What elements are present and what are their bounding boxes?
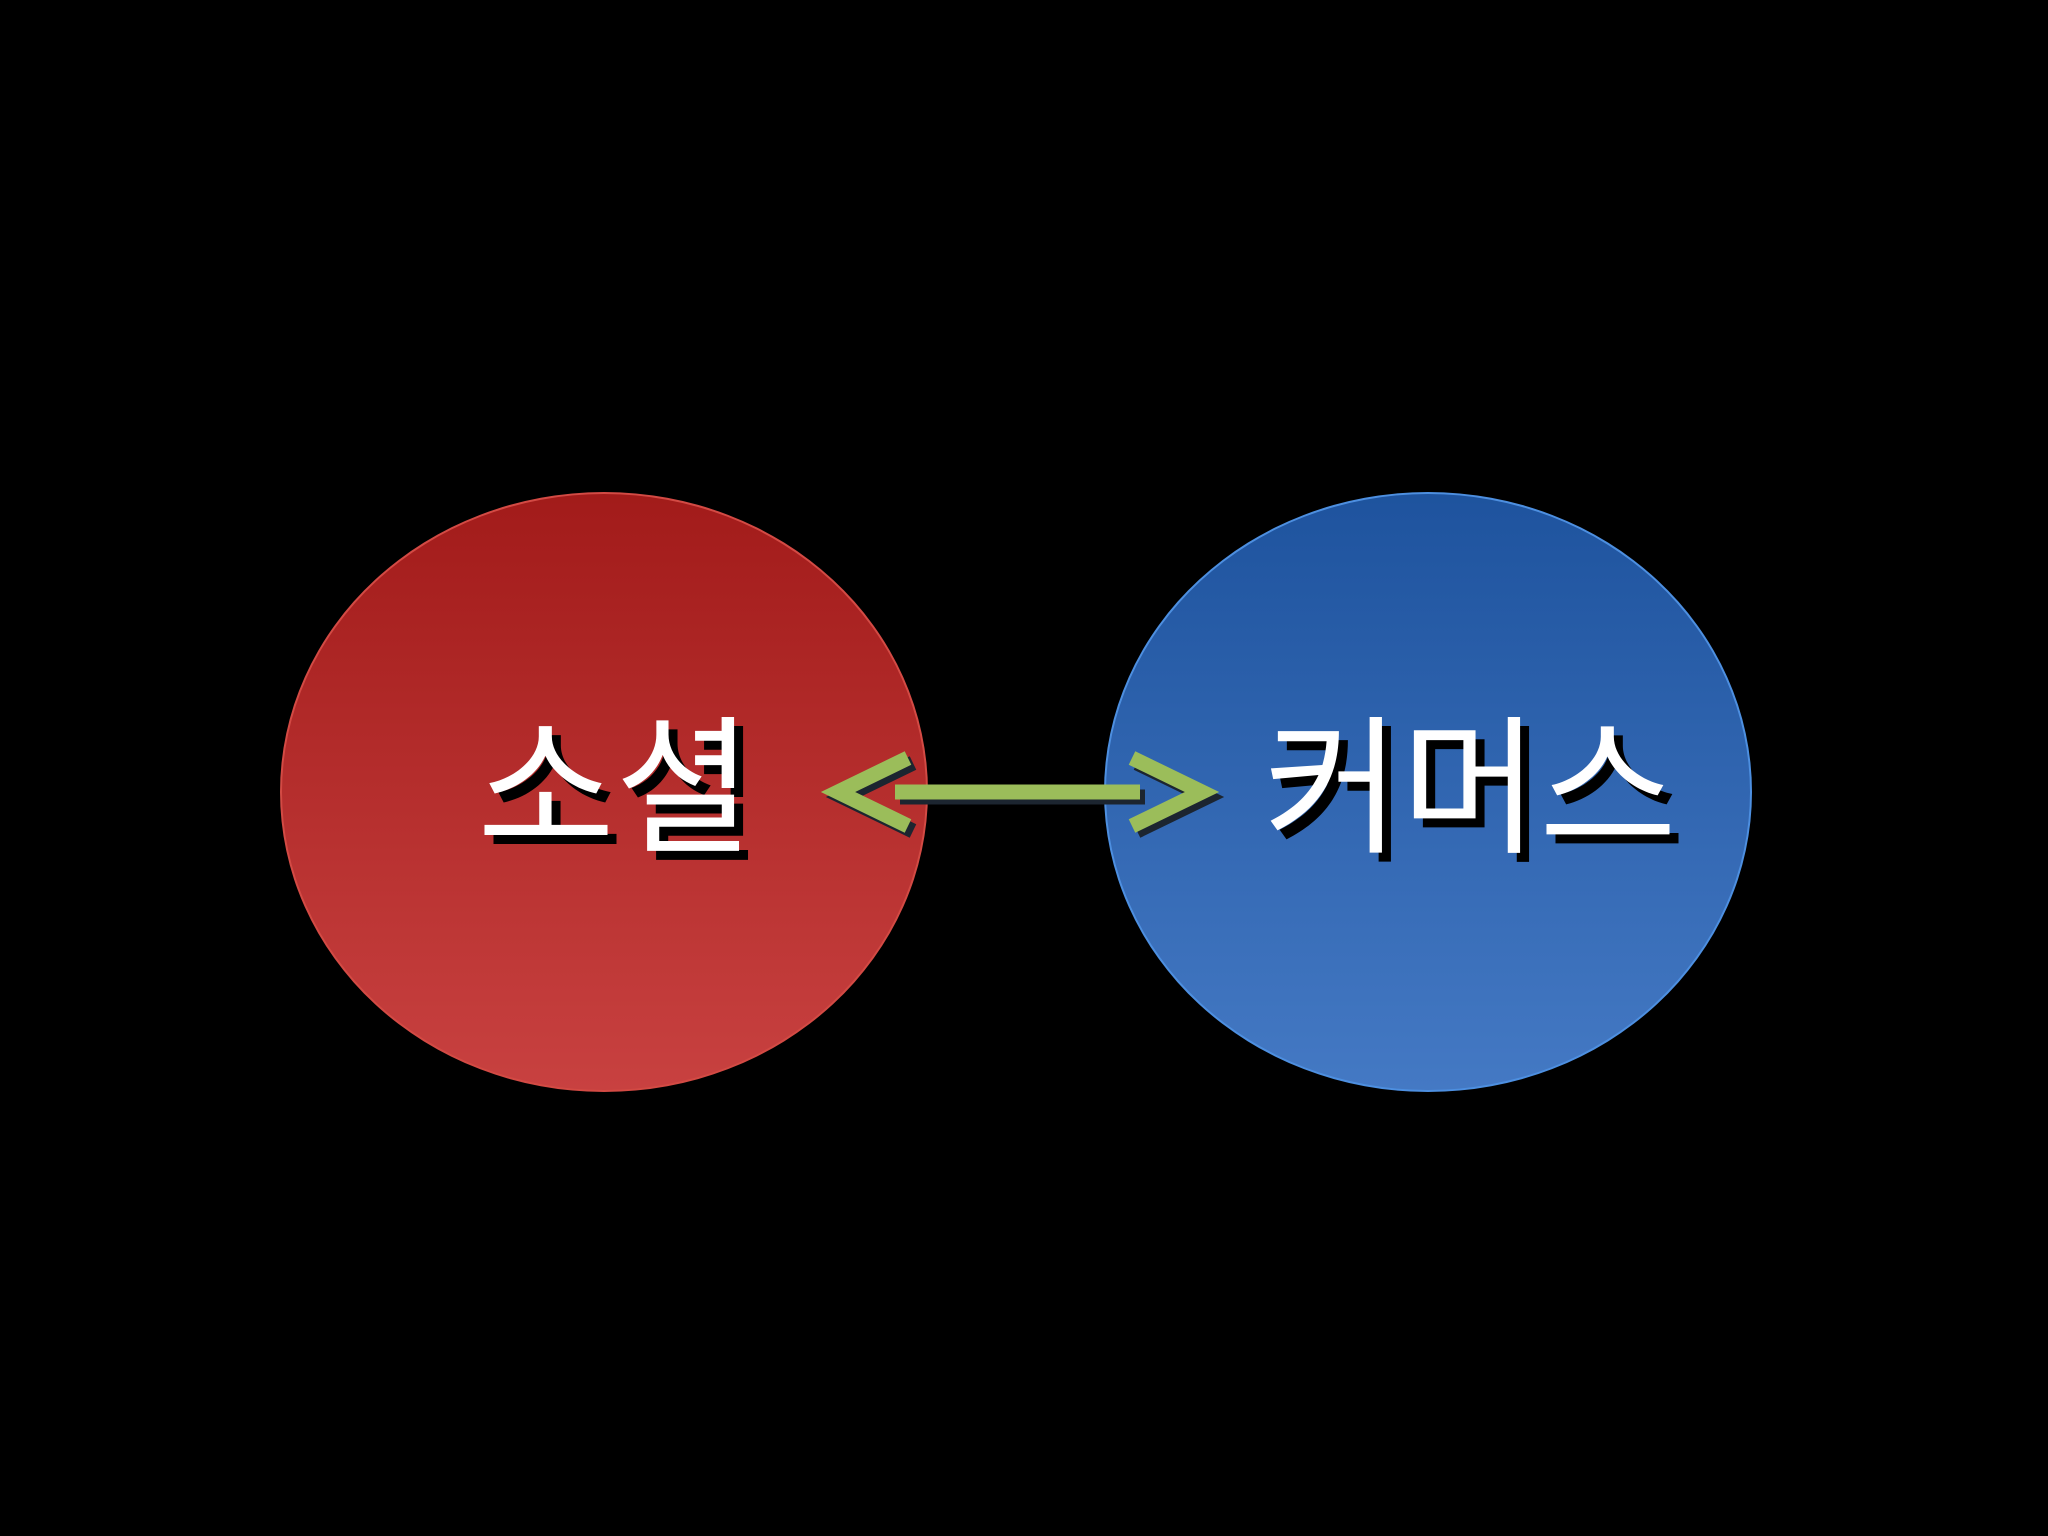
bidirectional-arrow-icon (820, 751, 1225, 838)
arrow-head-right (1128, 751, 1220, 833)
commerce-label: 커머스 (1262, 703, 1677, 877)
arrow-head-left (820, 751, 912, 833)
social-circle (280, 492, 928, 1092)
arrow-body (820, 751, 1220, 833)
social-label: 소셜 (476, 703, 753, 877)
